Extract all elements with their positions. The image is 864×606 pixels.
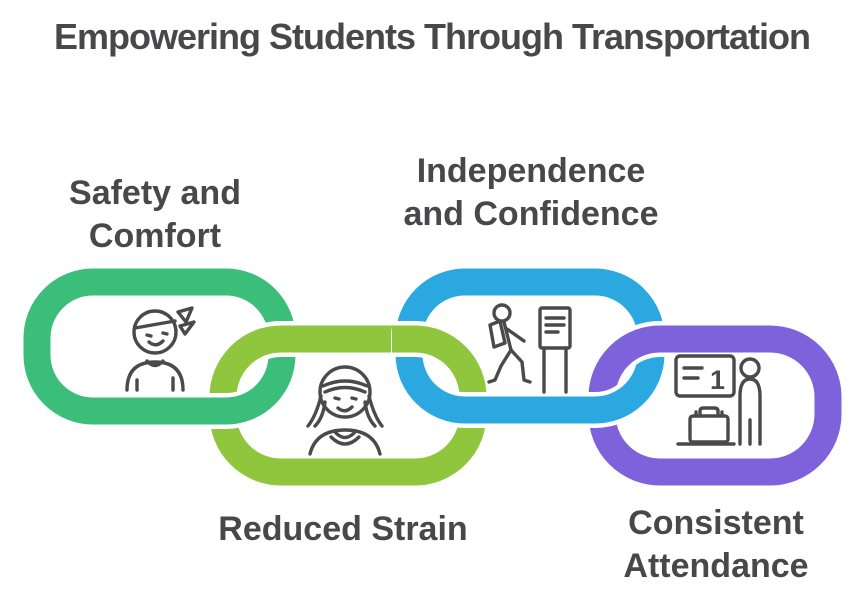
checkin-counter-icon: 1 — [674, 354, 762, 446]
label-line: Comfort — [88, 216, 222, 255]
woman-student-icon — [306, 365, 384, 456]
label-line: Consistent — [628, 504, 804, 542]
checkin-screen-number: 1 — [710, 365, 725, 395]
label-line: Attendance — [623, 546, 809, 585]
page-title: Empowering Students Through Transportati… — [54, 16, 811, 57]
label-independence-and-confidence: Independence and Confidence — [376, 150, 686, 236]
label-line: Safety and — [69, 174, 241, 212]
label-consistent-attendance: Consistent Attendance — [566, 502, 864, 588]
label-line: Independence — [416, 152, 646, 190]
girl-student-icon — [125, 306, 196, 392]
label-reduced-strain: Reduced Strain — [193, 508, 493, 551]
label-line: and Confidence — [403, 194, 659, 233]
walking-student-sign-icon — [487, 303, 572, 394]
label-line: Reduced Strain — [218, 510, 468, 548]
label-safety-and-comfort: Safety and Comfort — [25, 172, 285, 258]
